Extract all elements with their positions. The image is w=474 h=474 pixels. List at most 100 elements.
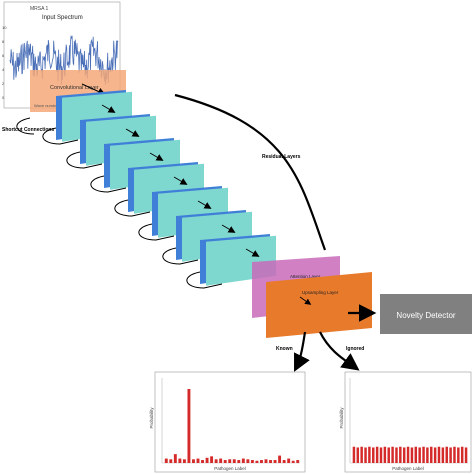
bar (426, 447, 429, 463)
upsampling-label: Upsampling Layer (302, 290, 339, 295)
bar (246, 459, 250, 463)
bar (379, 447, 383, 463)
bar (260, 460, 263, 463)
bar (250, 460, 254, 463)
bar (464, 447, 468, 463)
bar (169, 459, 173, 463)
bar (391, 446, 394, 463)
shortcut-connections-label: Shortcut Connections (2, 127, 54, 133)
bar (173, 454, 177, 463)
shortcut-arc (162, 247, 199, 265)
x-axis-label: Pathogen Label (214, 466, 246, 471)
y-axis-label: Probability (149, 407, 154, 429)
bar (196, 458, 200, 463)
bar (264, 459, 268, 463)
bar (219, 458, 223, 463)
spectrum-line (9, 35, 119, 85)
known-label: Known (276, 346, 293, 352)
x-axis-label: Wave number (34, 103, 59, 108)
bar (282, 460, 286, 463)
bar (205, 457, 209, 463)
bar (273, 460, 277, 463)
ignored-arrow (319, 331, 360, 371)
bar (460, 446, 464, 463)
bar (422, 446, 425, 463)
shortcut-arc (138, 223, 175, 241)
bar (269, 460, 272, 463)
bar (441, 447, 445, 463)
shortcut-arc (42, 127, 79, 145)
residual-layers-label: Residual Layers (262, 154, 301, 160)
bar (406, 446, 410, 463)
bars-group (164, 389, 300, 463)
bar (356, 447, 360, 463)
bar (164, 458, 168, 463)
bar (278, 455, 282, 463)
arrow-down-icon (173, 176, 188, 185)
bar (287, 458, 291, 463)
bar (399, 446, 402, 463)
bar (182, 459, 186, 463)
bar (395, 447, 398, 463)
bar (360, 446, 363, 463)
attention-label: Attention Layer (290, 274, 321, 279)
bar (352, 446, 356, 463)
bar (364, 447, 367, 463)
bar (383, 446, 387, 463)
shortcut-arc (90, 175, 127, 193)
bar (445, 446, 448, 463)
bar (187, 389, 191, 463)
residual-curve (174, 93, 327, 251)
bar (402, 447, 406, 463)
y-tick: 6 (2, 53, 5, 58)
bar (255, 460, 259, 463)
arrow-down-icon (197, 200, 212, 209)
bar (210, 456, 214, 463)
novelty-detector: Novelty Detector (380, 294, 472, 334)
bar (228, 459, 232, 463)
arrow-down-icon (149, 152, 164, 161)
arrow-down-icon (101, 104, 116, 113)
bar (232, 459, 236, 463)
y-axis-label: Probability (339, 407, 344, 429)
bar (418, 447, 421, 463)
y-tick: 4 (2, 67, 5, 72)
bar (433, 447, 437, 463)
ignored-label: Ignored (346, 346, 364, 352)
window-title: MRSA 1 (30, 6, 49, 12)
bar (430, 446, 433, 463)
convolutional-label: Convolutional Layer (50, 85, 99, 91)
bar (223, 460, 227, 463)
bar (178, 458, 182, 463)
y-tick: 0 (2, 95, 5, 100)
bar (368, 446, 371, 463)
y-axis-ticks: 10 8 6 4 2 0 (2, 25, 7, 100)
bar (192, 459, 195, 463)
residual-layers-stack (42, 90, 276, 289)
y-tick: 2 (2, 81, 5, 86)
arrow-down-icon (125, 128, 140, 137)
arrow-down-icon (245, 248, 260, 257)
bar (375, 446, 379, 463)
known-arrow (294, 331, 310, 372)
shortcut-arc (16, 117, 35, 135)
shortcut-arc (186, 271, 223, 289)
bar (296, 460, 300, 463)
spectrum-title: Input Spectrum (42, 15, 83, 21)
arrow-down-icon (221, 224, 236, 233)
bar (237, 460, 241, 463)
known-output-chart: Probability Pathogen Label (149, 371, 306, 473)
bar (201, 460, 204, 463)
upsampling-layer: Upsampling Layer (266, 272, 372, 338)
x-axis-label: Pathogen Label (392, 466, 424, 471)
novelty-detector-label: Novelty Detector (396, 311, 455, 320)
bar (414, 446, 418, 463)
y-tick: 10 (2, 25, 7, 30)
bar (372, 447, 375, 463)
bar (453, 446, 456, 463)
bar (387, 447, 390, 463)
y-tick: 8 (2, 39, 5, 44)
ignored-output-chart: Probability Pathogen Label (339, 371, 472, 473)
bar (437, 446, 441, 463)
